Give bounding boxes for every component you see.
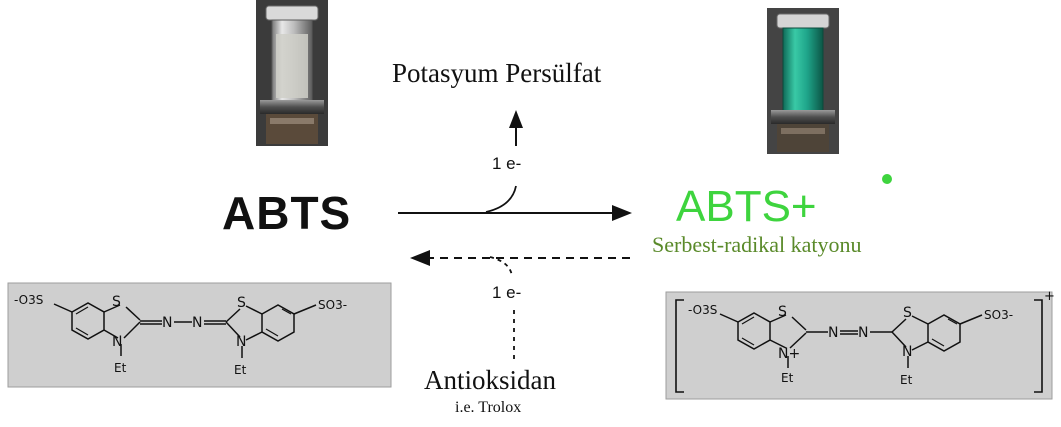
bracket-charge: + [1044,289,1055,304]
oxidant-label: Potasyum Persülfat [392,58,602,88]
ring-nitrogen-1: N [112,334,122,350]
ethyl-group-1: Et [781,371,794,385]
azo-nitrogen-1: N [162,315,172,331]
ring-sulfur-1: S [778,304,787,320]
ring-sulfur-1: S [112,294,121,310]
azo-nitrogen-1: N [828,325,838,341]
ethyl-group-1: Et [114,361,127,375]
reverse-arrow [410,250,630,266]
test-tube-icon [771,13,835,152]
radical-dot [882,174,892,184]
abts-structure: -O3S S N N N S N Et Et SO3- [7,282,392,388]
reduction-electron-label: 1 e- [492,283,522,302]
abts-radical-label: ABTS+ [676,182,817,231]
sulfonate-right: SO3- [984,308,1013,322]
ring-sulfur-2: S [903,305,912,321]
structure-box-left [7,282,392,388]
test-tube-icon [260,5,324,144]
abts-label: ABTS [222,187,352,239]
ring-nitrogen-2: N [902,344,912,360]
ring-sulfur-2: S [237,295,246,311]
azo-nitrogen-2: N [192,315,202,331]
reduction-branch-arrow [489,256,515,360]
structure-box-right [665,291,1053,400]
ethyl-group-2: Et [234,363,247,377]
antioxidant-label: Antioksidan [424,365,556,395]
sulfonate-left: -O3S [14,293,43,307]
ring-nitrogen-1-cation: N+ [778,346,800,362]
left-tube-photo [256,0,328,146]
sulfonate-right: SO3- [318,298,347,312]
oxidation-electron-label: 1 e- [492,154,522,173]
oxidation-branch-arrow [485,110,523,213]
azo-nitrogen-2: N [858,325,868,341]
ring-nitrogen-2: N [236,334,246,350]
forward-arrow [398,205,632,221]
antioxidant-example: i.e. Trolox [455,399,522,416]
right-tube-photo [767,8,839,154]
ethyl-group-2: Et [900,373,913,387]
abts-radical-structure: -O3S S N+ N N S N Et Et SO3- + [665,289,1055,400]
sulfonate-left: -O3S [688,303,717,317]
radical-cation-caption: Serbest-radikal katyonu [652,232,862,257]
